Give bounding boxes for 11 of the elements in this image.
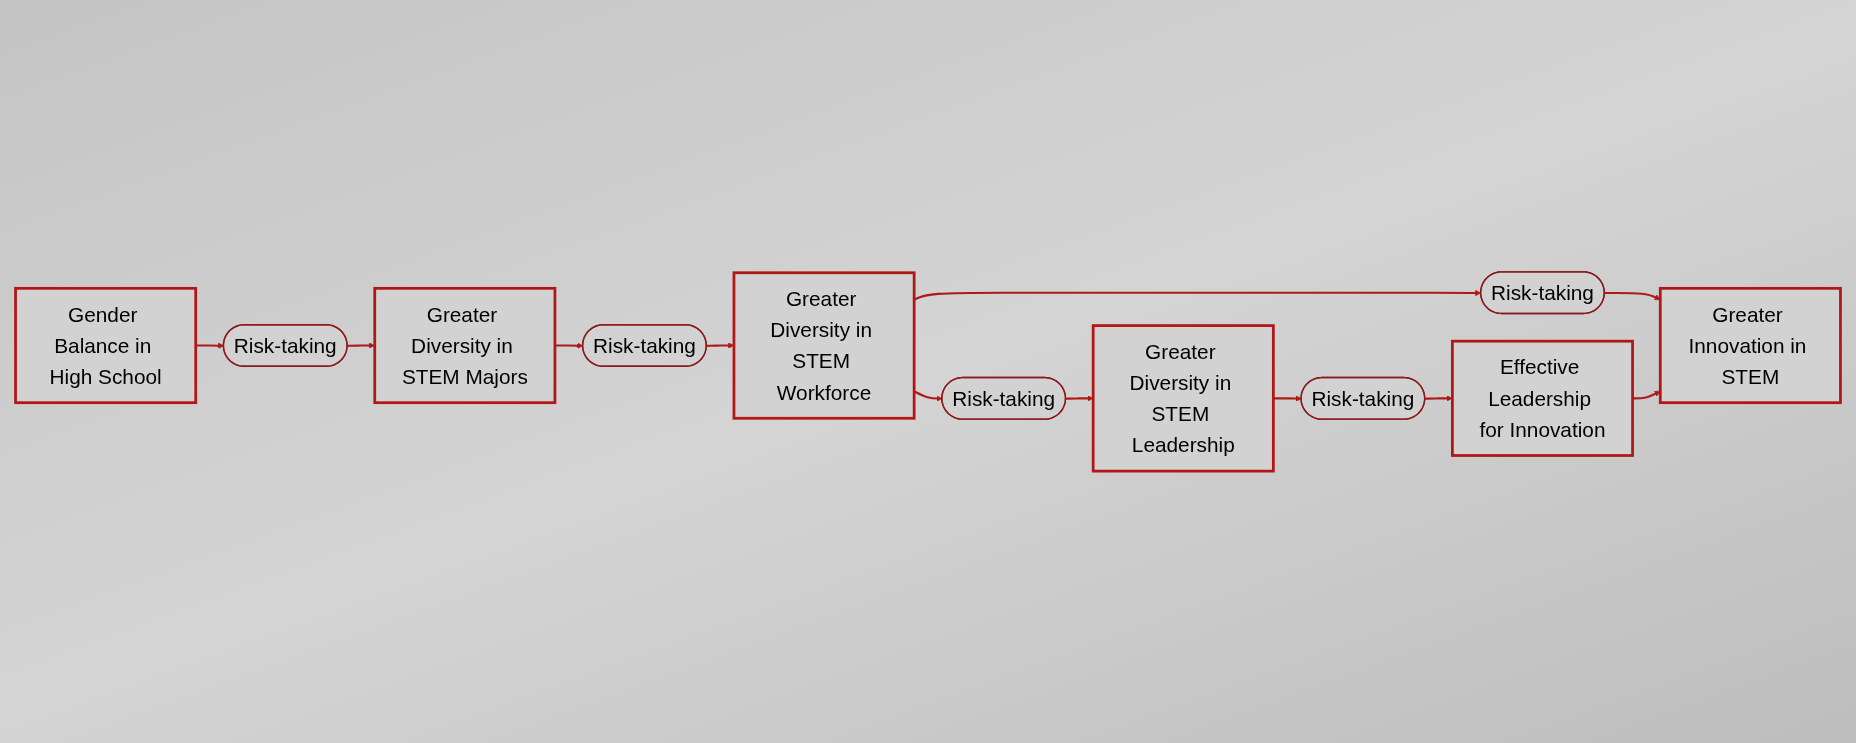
arrow	[1065, 395, 1094, 402]
arrow	[1604, 291, 1661, 300]
node-box: Greater Innovation in STEM	[1658, 286, 1842, 405]
node-box: Greater Diversity in STEM Leadership	[1091, 324, 1275, 473]
node-box: Greater Diversity in STEM Workforce	[732, 271, 916, 420]
node-box: Greater Diversity in STEM Majors	[373, 286, 557, 405]
arrow	[1425, 395, 1453, 402]
node-box: Gender Balance in High School	[14, 286, 198, 405]
arrow	[1273, 395, 1302, 402]
node-box: Effective Leadership for Innovation	[1451, 339, 1634, 457]
arrow	[1632, 391, 1661, 400]
